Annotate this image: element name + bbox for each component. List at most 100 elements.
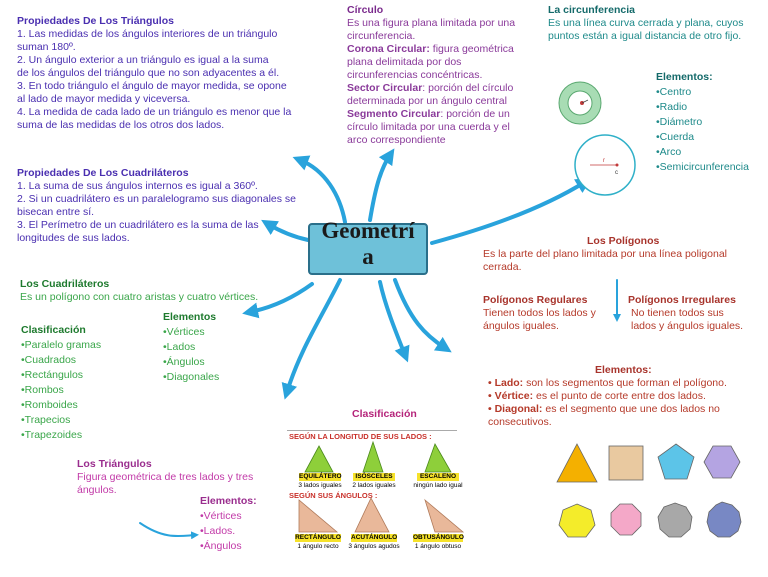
equilateral-desc: 3 lados iguales bbox=[298, 482, 342, 489]
quadrilaterals: Los Cuadriláteros Es un polígono con cua… bbox=[20, 278, 258, 304]
polygons-section: Los Polígonos Es la parte del plano limi… bbox=[483, 235, 727, 274]
triangles-desc: ángulos. bbox=[77, 484, 117, 496]
definition: plana delimitada por dos bbox=[347, 56, 462, 68]
square-shape bbox=[608, 445, 644, 481]
term: Segmento Circular bbox=[347, 108, 441, 120]
quad-prop-line: 1. La suma de sus ángulos internos es ig… bbox=[17, 180, 258, 192]
circle-section: Círculo Es una figura plana limitada por… bbox=[347, 4, 515, 147]
definition: son los segmentos que forman el polígono… bbox=[523, 377, 727, 389]
irregular-polygons-desc: lados y ángulos iguales. bbox=[631, 320, 744, 332]
octagon-shape bbox=[610, 503, 642, 536]
classification-title: Clasificación bbox=[352, 408, 417, 420]
center-title-line1: Geometrí bbox=[321, 218, 415, 243]
regular-polygons-desc: Tienen todos los lados y bbox=[483, 307, 596, 319]
equilateral-label: EQUILÁTERO bbox=[299, 473, 342, 480]
list-item: •Vértices bbox=[200, 510, 242, 522]
by-sides-header: SEGÚN LA LONGITUD DE SUS LADOS : bbox=[289, 432, 432, 441]
list-item: •Ángulos bbox=[200, 540, 242, 552]
quadrilaterals-desc: Es un polígono con cuatro aristas y cuat… bbox=[20, 291, 259, 303]
list-item: •Semicircunferencia bbox=[656, 161, 749, 173]
triangles-elements-title: Elementos: bbox=[200, 495, 257, 507]
isosceles-label-bg bbox=[353, 473, 395, 481]
triangle-prop-line: suma de las medidas de los otros dos lad… bbox=[17, 119, 225, 131]
circumference-diagram: r c bbox=[574, 134, 636, 196]
list-item: •Lados. bbox=[200, 525, 236, 537]
term: • Lado: bbox=[488, 377, 524, 389]
arrow-to-quad-props bbox=[261, 219, 310, 242]
polygons-elements: Elementos: • Lado: son los segmentos que… bbox=[488, 364, 727, 429]
term: Corona Circular: bbox=[347, 43, 430, 55]
scalene-label-bg bbox=[417, 473, 459, 481]
by-angles-header: SEGÚN SUS ÁNGULOS : bbox=[289, 491, 378, 500]
arrow-to-polygons bbox=[393, 278, 452, 353]
acute-triangle bbox=[354, 497, 390, 533]
scalene-desc: ningún lado igual bbox=[413, 482, 463, 489]
obtuse-label-bg bbox=[413, 534, 463, 542]
arrow-to-triangle-props bbox=[292, 155, 347, 224]
triangle-prop-line: suman 180º. bbox=[17, 41, 76, 53]
hexagon-shape bbox=[703, 445, 741, 479]
list-item: •Arco bbox=[656, 146, 682, 158]
triangles-elements: Elementos: •Vértices •Lados. •Ángulos bbox=[200, 494, 257, 554]
triangle-prop-line: 3. En todo triángulo el ángulo de mayor … bbox=[17, 80, 287, 92]
definition: determinada por un ángulo central bbox=[347, 95, 507, 107]
definition: : porción del círculo bbox=[422, 82, 514, 94]
isosceles-triangle bbox=[362, 440, 384, 473]
center-box bbox=[308, 223, 428, 275]
quad-prop-line: longitudes de sus lados. bbox=[17, 232, 130, 244]
list-item: •Cuadrados bbox=[21, 354, 77, 366]
triangles-title: Los Triángulos bbox=[77, 458, 152, 470]
polygons-elements-title: Elementos: bbox=[595, 364, 652, 376]
list-item: •Lados bbox=[163, 341, 196, 353]
center-title: Geometrí a bbox=[308, 218, 428, 270]
quadrilateral-properties-title: Propiedades De Los Cuadriláteros bbox=[17, 167, 189, 179]
list-item: •Radio bbox=[656, 101, 688, 113]
equilateral-label-bg bbox=[299, 473, 341, 481]
definition: circunferencias concéntricas. bbox=[347, 69, 483, 81]
list-item: •Diagonales bbox=[163, 371, 220, 383]
obtuse-triangle bbox=[424, 498, 465, 533]
definition: círculo limitada por una cuerda y el bbox=[347, 121, 510, 133]
term: • Vértice: bbox=[488, 390, 534, 402]
list-item: •Ángulos bbox=[163, 356, 205, 368]
quad-prop-line: bisecan entre sí. bbox=[17, 206, 95, 218]
definition: Es una figura plana limitada por una bbox=[347, 17, 516, 29]
arrow-to-circle bbox=[368, 148, 395, 222]
right-triangle-desc: 1 ángulo recto bbox=[297, 543, 339, 550]
acute-triangle-desc: 3 ángulos agudos bbox=[348, 543, 400, 550]
quadrilaterals-elements: Elementos •Vértices •Lados •Ángulos •Dia… bbox=[163, 310, 219, 385]
quadrilateral-properties: Propiedades De Los Cuadriláteros 1. La s… bbox=[17, 167, 296, 245]
list-item: •Paralelo gramas bbox=[21, 339, 102, 351]
scalene-triangle bbox=[424, 443, 452, 473]
list-item: •Trapecios bbox=[21, 414, 71, 426]
quad-prop-line: 3. El Perímetro de un cuadrilátero es la… bbox=[17, 219, 259, 231]
triangles: Los Triángulos Figura geométrica de tres… bbox=[77, 458, 253, 497]
triangle-properties-title: Propiedades De Los Triángulos bbox=[17, 15, 174, 27]
isosceles-label: ISÓSCELES bbox=[355, 473, 393, 480]
list-item: •Trapezoides bbox=[21, 429, 83, 441]
polygons-desc: Es la parte del plano limitada por una l… bbox=[483, 248, 727, 260]
circumference-elements: Elementos: •Centro •Radio •Diámetro •Cue… bbox=[656, 70, 749, 175]
right-label-bg bbox=[295, 534, 341, 542]
irregular-polygons-title: Polígonos Irregulares bbox=[628, 294, 736, 306]
polygon-shapes bbox=[556, 443, 742, 538]
polygons-title: Los Polígonos bbox=[587, 235, 660, 247]
regular-polygons-desc: ángulos iguales. bbox=[483, 320, 559, 332]
right-triangle-label: RECTÁNGULO bbox=[295, 534, 341, 541]
triangle-classification-figures bbox=[295, 440, 465, 542]
pentagon-shape bbox=[657, 443, 695, 480]
isosceles-desc: 2 lados iguales bbox=[352, 482, 396, 489]
acute-triangle-label: ACUTÁNGULO bbox=[351, 534, 398, 541]
list-item: •Cuerda bbox=[656, 131, 695, 143]
arrow-to-classification bbox=[378, 280, 410, 363]
polygons-desc: cerrada. bbox=[483, 261, 522, 273]
quadrilaterals-classification-title: Clasificación bbox=[21, 324, 86, 336]
triangle-shape bbox=[556, 443, 598, 483]
triangle-properties: Propiedades De Los Triángulos 1. Las med… bbox=[17, 15, 291, 132]
definition: circunferencia. bbox=[347, 30, 416, 42]
term: • Diagonal: bbox=[488, 403, 543, 415]
nonagon-shape bbox=[657, 502, 693, 538]
definition: arco correspondiente bbox=[347, 134, 446, 146]
circle-title: Círculo bbox=[347, 4, 384, 16]
